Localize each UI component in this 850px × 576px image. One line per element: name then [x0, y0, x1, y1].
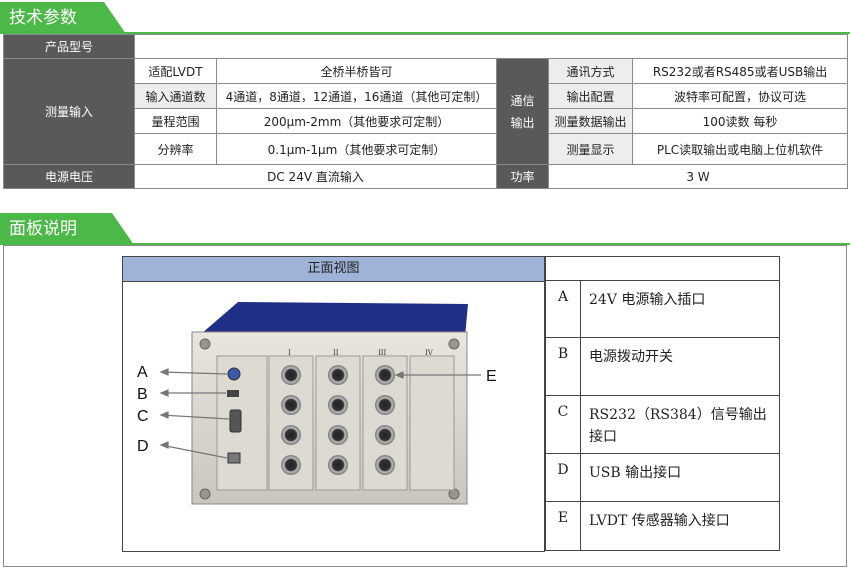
lvdt-connector-icon — [328, 365, 348, 385]
lvdt-connector-icon — [281, 425, 301, 445]
spec-table: 产品型号 测量输入 适配LVDT 全桥半桥皆可 通信 输出 通讯方式 RS232… — [3, 34, 849, 189]
legend-key: E — [545, 501, 581, 551]
range-value: 200μm-2mm（其他要求可定制） — [216, 108, 497, 134]
power-switch-icon — [227, 390, 239, 397]
model-value — [133, 34, 849, 59]
callout-arrow — [160, 444, 228, 459]
channel-module — [409, 355, 455, 491]
legend-text: RS232（RS384）信号输出接口 — [580, 395, 780, 454]
resolution-label: 分辨率 — [134, 133, 217, 165]
lvdt-connector-icon — [281, 395, 301, 415]
serial-port-icon — [229, 409, 242, 433]
legend-key: C — [545, 395, 581, 454]
measure-input-label: 测量输入 — [3, 58, 135, 165]
arrowhead-icon — [159, 411, 169, 419]
channels-value: 4通道，8通道，12通道，16通道（其他可定制） — [216, 83, 497, 109]
data-output-label: 测量数据输出 — [548, 108, 633, 134]
corner-screw-icon — [448, 338, 460, 350]
output-config-label: 输出配置 — [548, 83, 633, 109]
display-value: PLC读取输出或电脑上位机软件 — [631, 133, 849, 165]
lvdt-connector-icon — [281, 365, 301, 385]
callout-label: B — [137, 386, 148, 403]
lvdt-connector-icon — [375, 365, 395, 385]
lvdt-connectors — [281, 365, 395, 475]
callout-label: D — [137, 438, 149, 455]
lvdt-connector-icon — [375, 425, 395, 445]
legend-key: B — [545, 337, 581, 396]
callout-label: E — [486, 368, 497, 385]
legend-table: A 24V 电源输入插口 B 电源拨动开关 C RS232（RS384）信号输出… — [545, 256, 780, 551]
corner-screw-icon — [199, 338, 211, 350]
legend-text: 24V 电源输入插口 — [580, 280, 780, 338]
lvdt-connector-icon — [375, 395, 395, 415]
callout-arrow — [160, 371, 228, 375]
usb-port-icon — [227, 452, 241, 464]
specs-section-title: 技术参数 — [0, 2, 126, 34]
callout-arrow — [160, 414, 230, 420]
comm-output-label-line1: 通信 — [510, 93, 535, 108]
data-output-value: 100读数 每秒 — [631, 108, 849, 134]
output-config-value: 波特率可配置，协议可选 — [631, 83, 849, 109]
comm-output-label-line2: 输出 — [510, 115, 535, 130]
corner-screw-icon — [199, 488, 211, 500]
comm-mode-value: RS232或者RS485或者USB输出 — [631, 58, 849, 84]
lvdt-connector-icon — [328, 395, 348, 415]
header-divider — [0, 32, 850, 34]
device-front-photo: I II III IV — [137, 302, 497, 505]
front-view-figure: 正面视图 — [122, 256, 545, 552]
slot-label: IV — [425, 349, 434, 357]
callout-label: C — [137, 408, 149, 425]
panel-description: 正面视图 — [3, 245, 847, 567]
power-input-port-icon — [227, 367, 241, 381]
lvdt-connector-icon — [375, 455, 395, 475]
power-label: 功率 — [496, 164, 549, 189]
lvdt-connector-icon — [328, 455, 348, 475]
specs-section-header: 技术参数 — [0, 2, 850, 34]
panel-section-header: 面板说明 — [0, 213, 850, 245]
legend-header-blank — [545, 256, 780, 281]
legend-text: LVDT 传感器输入接口 — [580, 501, 780, 551]
slot-label: III — [378, 349, 387, 357]
panel-section-title: 面板说明 — [0, 213, 134, 245]
legend-key: D — [545, 453, 581, 502]
callout-label: A — [137, 364, 148, 381]
model-label: 产品型号 — [3, 34, 135, 59]
header-divider — [0, 243, 850, 245]
arrowhead-icon — [394, 371, 404, 379]
front-view-caption: 正面视图 — [123, 257, 544, 282]
display-label: 测量显示 — [548, 133, 633, 165]
range-label: 量程范围 — [134, 108, 217, 134]
comm-mode-label: 通讯方式 — [548, 58, 633, 84]
lvdt-value: 全桥半桥皆可 — [216, 58, 497, 84]
slot-label: I — [288, 349, 291, 357]
lvdt-connector-icon — [281, 455, 301, 475]
arrowhead-icon — [159, 368, 169, 376]
legend-text: 电源拨动开关 — [580, 337, 780, 396]
power-supply-label: 电源电压 — [3, 164, 135, 189]
power-value: 3 W — [547, 164, 849, 189]
arrowhead-icon — [159, 389, 169, 397]
control-module — [216, 355, 268, 491]
resolution-value: 0.1μm-1μm（其他要求可定制） — [216, 133, 497, 165]
power-supply-value: DC 24V 直流输入 — [134, 164, 497, 189]
legend-text: USB 输出接口 — [580, 453, 780, 502]
lvdt-connector-icon — [328, 425, 348, 445]
channels-label: 输入通道数 — [134, 83, 217, 109]
lvdt-label: 适配LVDT — [134, 58, 217, 84]
arrowhead-icon — [159, 441, 169, 449]
comm-output-label: 通信 输出 — [496, 58, 549, 165]
slot-label: II — [333, 349, 339, 357]
legend-key: A — [545, 280, 581, 338]
device-top-cover — [201, 302, 468, 337]
